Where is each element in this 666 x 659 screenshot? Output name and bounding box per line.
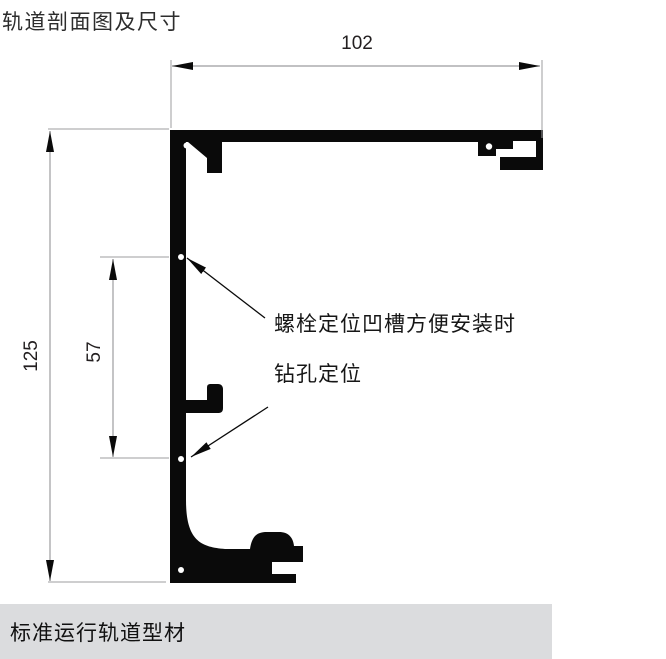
profile-rib-chamfer [188, 142, 207, 158]
annotation-line-1: 螺栓定位凹槽方便安装时 [274, 313, 516, 336]
page-title: 轨道剖面图及尺寸 [2, 10, 182, 34]
profile-rib [207, 142, 222, 173]
groove-notch-lower [178, 456, 184, 462]
groove-notch-upper [178, 254, 184, 260]
leader-arrow-lower [190, 406, 269, 458]
dimension-label-groove-spacing: 57 [84, 341, 105, 363]
leader-arrow-upper [186, 257, 266, 319]
dimension-label-height: 125 [21, 340, 42, 372]
hook-channel-cutout [496, 141, 536, 157]
profile-bracket [186, 384, 223, 413]
dimension-label-width: 102 [341, 33, 373, 54]
annotation-text: 螺栓定位凹槽方便安装时 钻孔定位 [274, 300, 516, 400]
groove-notch-bottom [178, 567, 184, 573]
hook-notch [485, 143, 493, 150]
footer-bar: 标准运行轨道型材 [0, 604, 552, 659]
corner-notch [183, 142, 190, 149]
track-profile-drawing [46, 60, 543, 583]
annotation-line-2: 钻孔定位 [274, 363, 362, 386]
footer-label: 标准运行轨道型材 [10, 621, 186, 645]
